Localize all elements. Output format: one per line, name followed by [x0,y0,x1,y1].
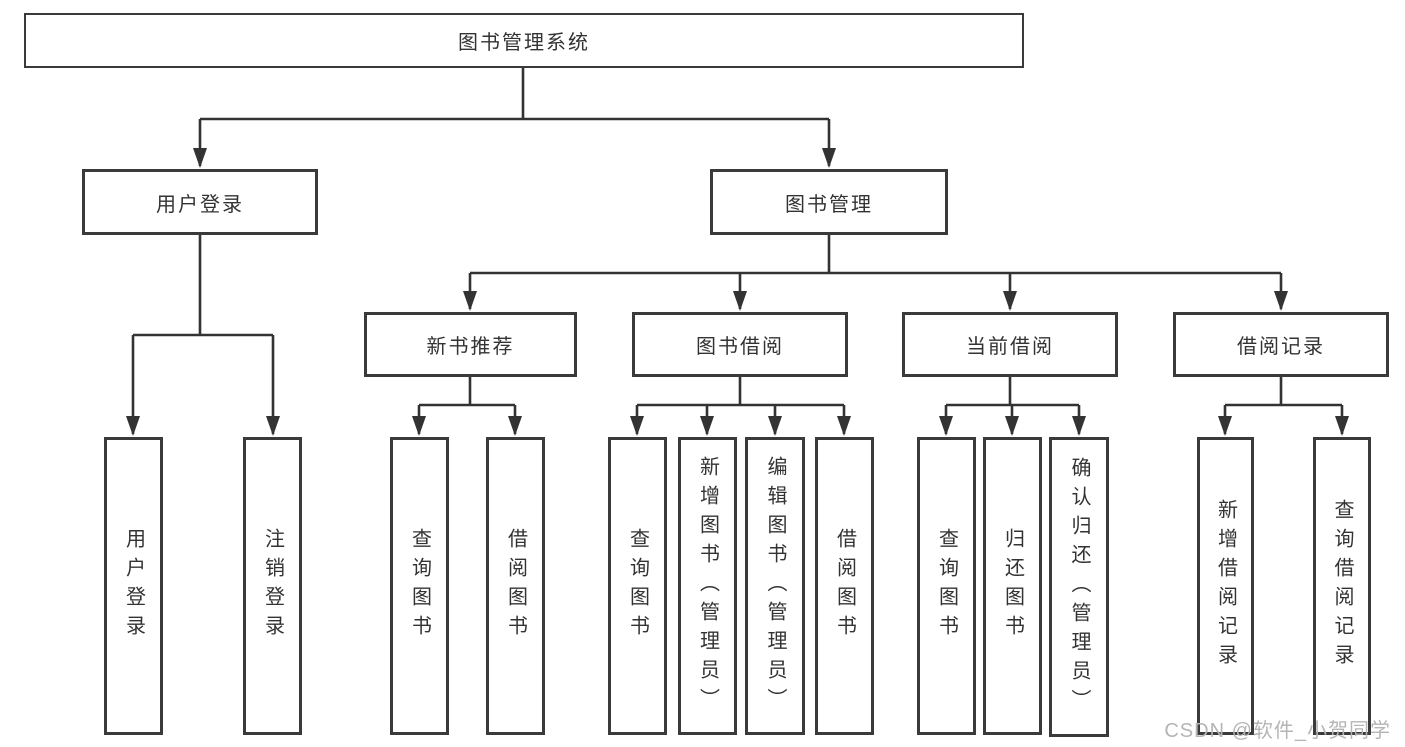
leaf-add-books-admin: 新增图书（管理员） [678,437,737,735]
node-book-borrowing: 图书借阅 [632,312,848,377]
node-new-book-recommend: 新书推荐 [364,312,577,377]
leaf-logout: 注销登录 [243,437,302,735]
leaf-return-books: 归还图书 [983,437,1042,735]
node-user-login: 用户登录 [82,169,318,235]
leaf-borrow-books-recommend: 借阅图书 [486,437,545,735]
leaf-query-books-borrowing: 查询图书 [608,437,667,735]
node-library-management-system: 图书管理系统 [24,13,1024,68]
leaf-borrow-books: 借阅图书 [815,437,874,735]
leaf-edit-books-admin: 编辑图书（管理员） [745,437,805,735]
node-book-management: 图书管理 [710,169,948,235]
leaf-user-login: 用户登录 [104,437,163,735]
node-current-borrowing: 当前借阅 [902,312,1118,377]
leaf-query-borrow-record: 查询借阅记录 [1313,437,1371,735]
node-borrowing-records: 借阅记录 [1173,312,1389,377]
watermark: CSDN @软件_小贺同学 [1164,720,1391,742]
leaf-query-books-recommend: 查询图书 [390,437,449,735]
leaf-add-borrow-record: 新增借阅记录 [1197,437,1254,735]
leaf-query-books-current: 查询图书 [917,437,976,735]
leaf-confirm-return-admin: 确认归还（管理员） [1049,437,1109,737]
